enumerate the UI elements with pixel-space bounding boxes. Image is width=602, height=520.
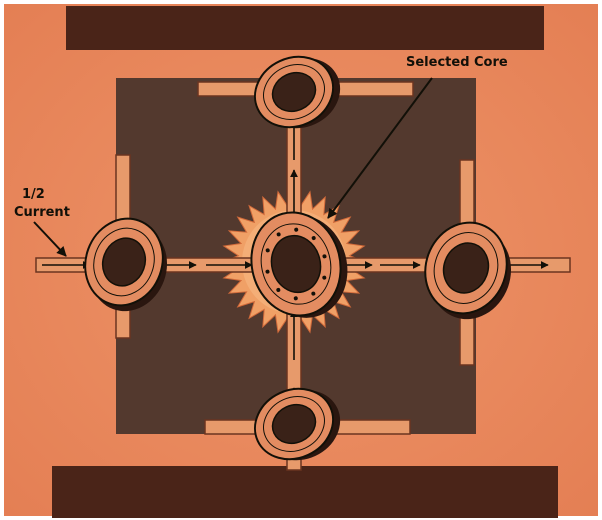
bottom-dark-band bbox=[52, 466, 558, 518]
selected-core-label: Selected Core bbox=[406, 55, 508, 70]
half-current-label-line1: 1/2 bbox=[22, 187, 45, 202]
half-current-label-line2: Current bbox=[14, 205, 70, 220]
top-dark-band bbox=[66, 6, 544, 50]
